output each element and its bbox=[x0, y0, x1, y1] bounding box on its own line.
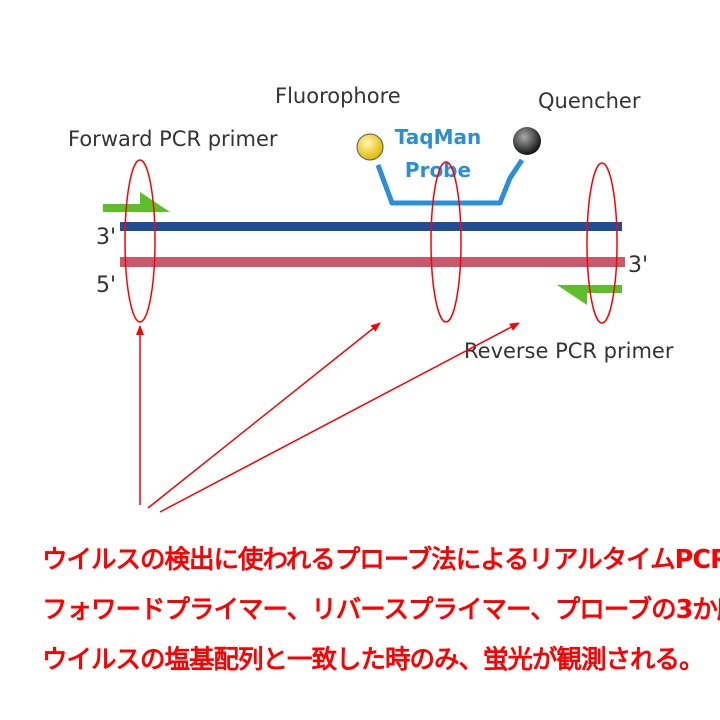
reverse-primer-label: Reverse PCR primer bbox=[464, 339, 674, 363]
top-strand bbox=[120, 222, 622, 231]
forward-primer-label: Forward PCR primer bbox=[68, 127, 278, 151]
bottom-strand-3-prime: 3' bbox=[628, 253, 648, 278]
top-strand-3-prime: 3' bbox=[96, 225, 116, 250]
fluorophore-label: Fluorophore bbox=[275, 84, 401, 108]
forward-primer-arrow bbox=[103, 192, 170, 212]
fluorophore-icon bbox=[356, 133, 384, 161]
caption: ウイルスの検出に使われるプローブ法によるリアルタイムPCRは、 フォワードプライ… bbox=[42, 535, 720, 685]
probe-highlight bbox=[430, 161, 462, 323]
taqman-probe-strand bbox=[375, 158, 525, 206]
reverse-primer-arrow bbox=[557, 285, 622, 305]
reverse-primer-highlight bbox=[586, 162, 618, 324]
arrow-to-reverse-primer bbox=[159, 322, 520, 513]
caption-line-1: ウイルスの検出に使われるプローブ法によるリアルタイムPCRは、 bbox=[42, 545, 720, 575]
bottom-strand bbox=[120, 257, 625, 267]
arrow-to-probe bbox=[147, 322, 381, 509]
forward-primer-highlight bbox=[124, 159, 156, 323]
quencher-label: Quencher bbox=[538, 89, 641, 113]
probe-label-line2: Probe bbox=[405, 158, 471, 182]
caption-line-2: フォワードプライマー、リバースプライマー、プローブの3か所が bbox=[42, 595, 720, 625]
caption-line-3: ウイルスの塩基配列と一致した時のみ、蛍光が観測される。 bbox=[42, 645, 705, 675]
quencher-icon bbox=[513, 127, 541, 155]
bottom-strand-5-prime: 5' bbox=[96, 273, 116, 298]
probe-label-line1: TaqMan bbox=[395, 125, 482, 149]
